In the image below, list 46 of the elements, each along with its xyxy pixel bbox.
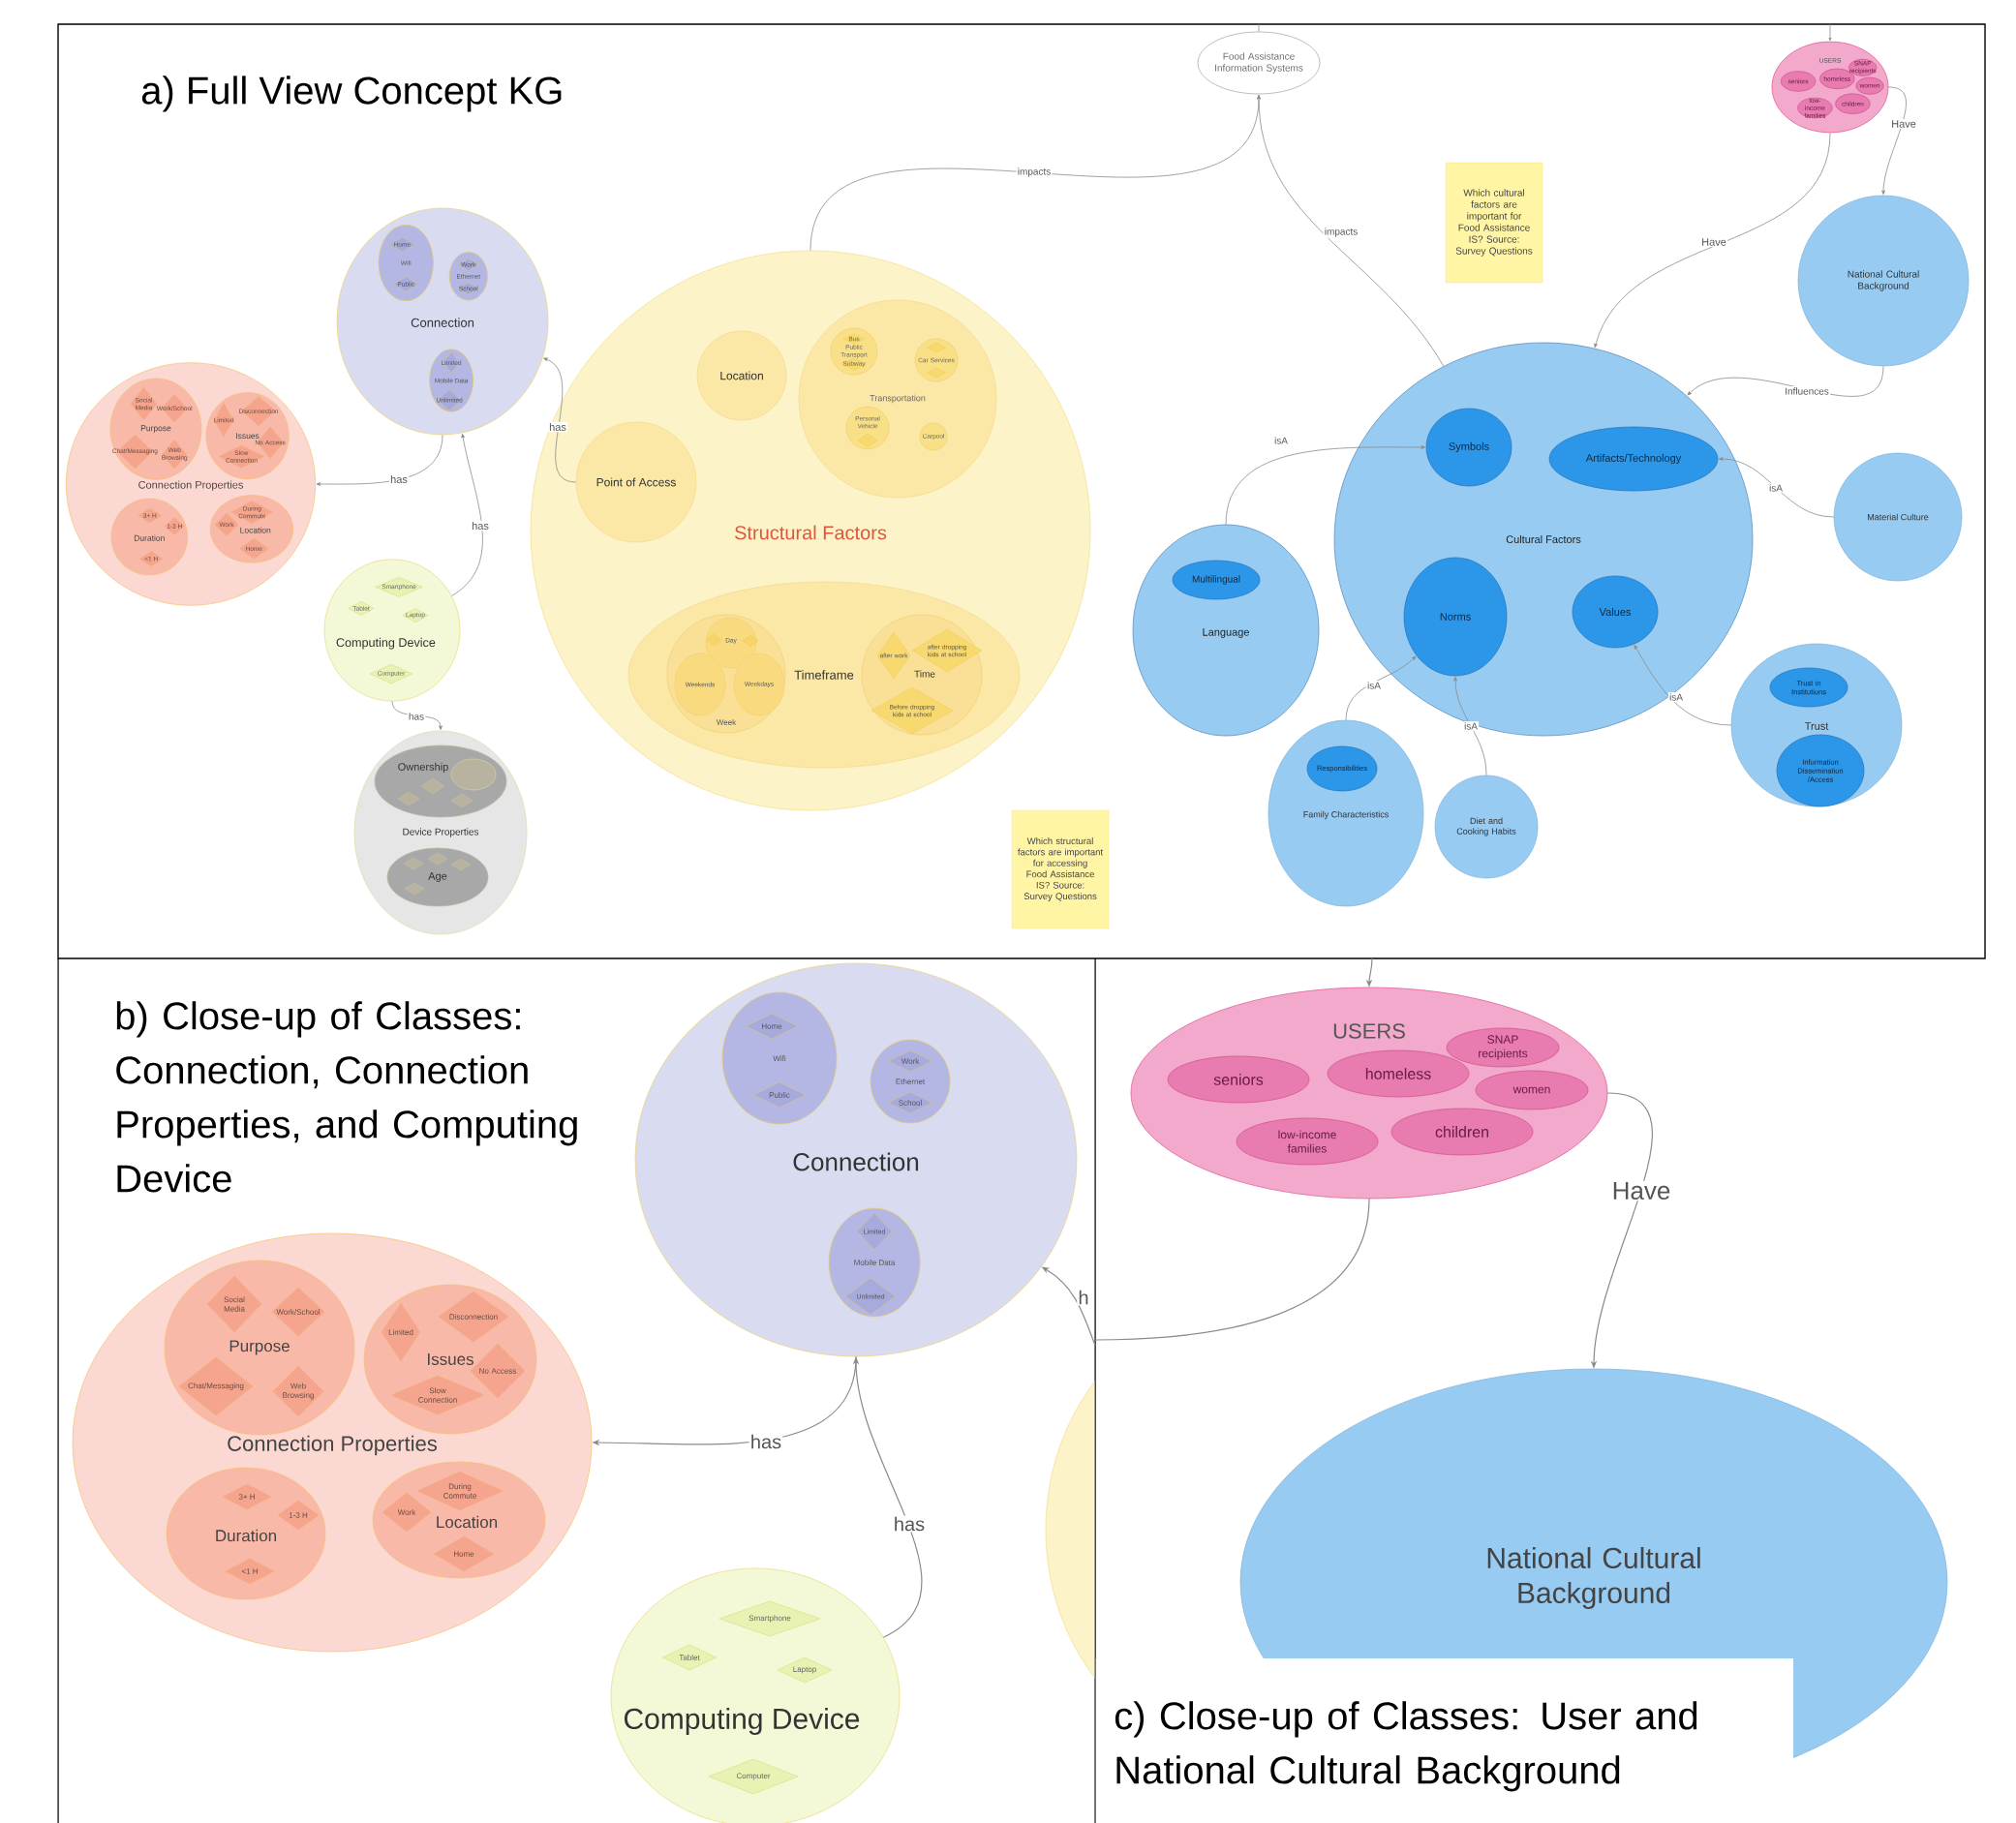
sticky-note: Which cultural factors are important for Food Assistance IS? Source: Survey Questions [1445,162,1543,284]
edge-label: impacts [1323,227,1359,238]
arrow [1345,655,1417,721]
edge-label: isA [1272,436,1290,445]
arrow [1225,445,1425,526]
edge-label: isA [1365,681,1383,690]
edge-label: has [748,1433,783,1450]
arrow [451,433,483,596]
sticky-note: Which structural factors are important for accessing Food Assistance IS? Source: Survey Questions [1011,809,1110,929]
edge-label: isA [1667,692,1685,702]
arrow [1257,95,1445,367]
value-diamond [926,342,947,353]
value-diamond [926,367,947,379]
panel-title: c) Close-up of Classes: User and National Cultural Background [1095,1658,1793,1823]
edge-label: Influences [1784,386,1830,396]
edge-label: impacts [1016,167,1053,178]
edge-label: isA [1462,721,1480,731]
arrow [316,434,443,486]
edge-label: has [407,712,426,721]
panel-title: b) Close-up of Classes: Connection, Connection Properties, and Computing Device [116,1001,577,1193]
value-diamond [403,857,424,870]
edge-label: has [547,421,568,433]
edge-label: has [892,1515,927,1533]
arrow [1828,23,1832,42]
arrow [1634,645,1732,726]
arrow [543,357,577,483]
panel-title: a) Full View Concept KG [141,76,562,112]
concept-circle [450,758,497,791]
edge-label: isA [1767,483,1785,493]
arrow [391,701,443,730]
arrow [1881,86,1907,195]
arrow [1719,457,1835,518]
value-diamond [397,791,420,806]
edge-label: Have [1890,118,1918,129]
value-diamond [742,634,759,648]
value-diamond [857,433,878,448]
edge-label: has [470,520,491,532]
edge-label: Have [1610,1180,1672,1201]
arrow [1594,132,1831,349]
edge-label: has [388,473,410,485]
connector-line [1258,23,1260,33]
connector-line [1094,1198,1370,1341]
value-diamond [705,633,722,647]
value-diamond [450,858,472,871]
edge-label: Have [1700,236,1728,247]
arrow [1453,677,1487,776]
